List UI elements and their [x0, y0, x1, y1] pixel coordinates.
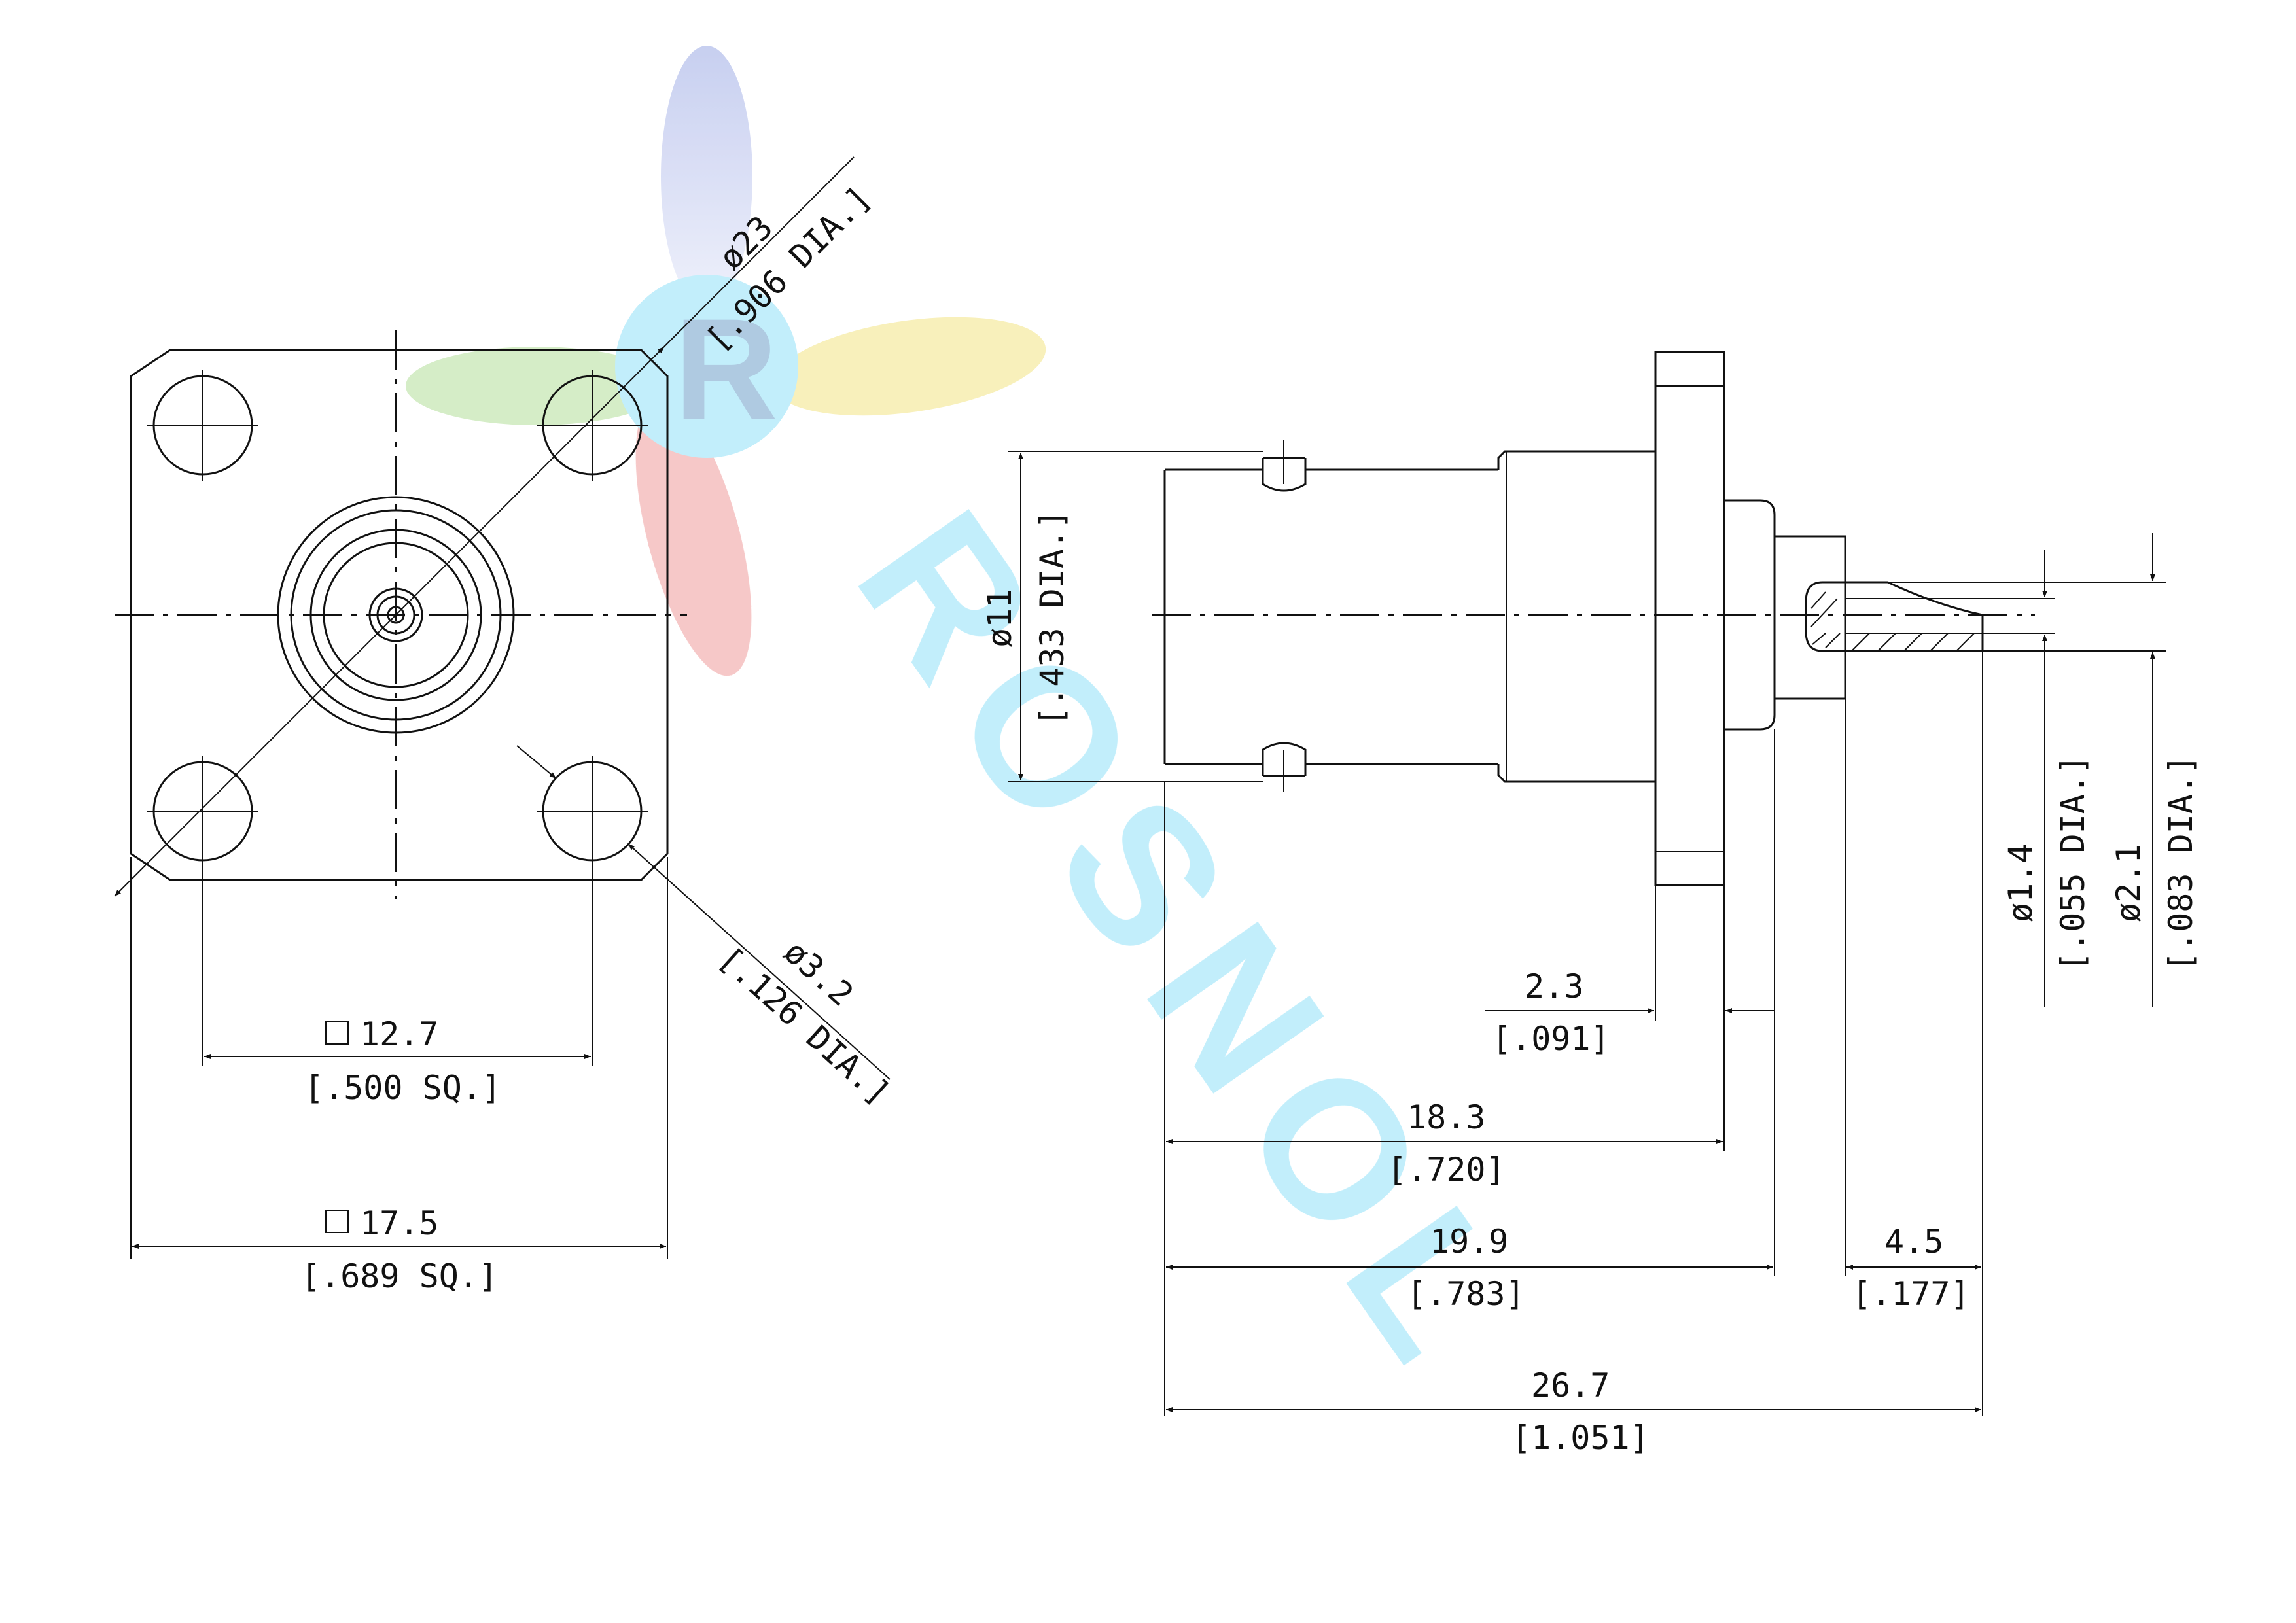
solder-pin [1805, 581, 1984, 652]
mounting-hole-tl [147, 370, 258, 481]
flange-dia-leader [663, 156, 855, 347]
hole-dia-arrow-in [516, 745, 557, 779]
body-dia-mm: ø11 [981, 589, 1019, 648]
cup-dia-mm: ø2.1 [2110, 844, 2147, 922]
logo-petal-red [635, 396, 752, 676]
hole-spacing-mm: 12.7 [360, 1015, 438, 1053]
main-body [1497, 450, 1657, 783]
flange-size-mm: 17.5 [360, 1204, 438, 1242]
hole-spacing-inch: [.500 SQ.] [304, 1069, 501, 1107]
flange-thickness-mm: 2.3 [1525, 968, 1583, 1005]
overall-length-inch: [1.051] [1511, 1419, 1650, 1457]
rear-insulator [1724, 499, 1776, 731]
logo-petal-yellow [773, 317, 1046, 416]
pin-length-mm: 4.5 [1884, 1223, 1943, 1261]
body-dia-inch: [.433 DIA.] [1033, 510, 1071, 726]
side-view: ø11 [.433 DIA.] ø1.4 [.055 DIA.] ø2.1 [.… [981, 351, 2200, 1457]
pin-dia-inch: [.055 DIA.] [2054, 755, 2092, 971]
cup-dia-inch: [.083 DIA.] [2162, 755, 2200, 971]
to-flange-mm: 18.3 [1407, 1098, 1485, 1136]
to-rear-mm: 19.9 [1430, 1223, 1508, 1261]
mounting-hole-bl [147, 756, 258, 867]
watermark-logo: R ROSNOL [406, 46, 1568, 1416]
square-symbol [325, 1210, 349, 1233]
to-rear-inch: [.783] [1407, 1275, 1525, 1313]
hole-dia-leader [627, 843, 891, 1080]
front-barrel [1163, 468, 1498, 765]
flange-dia-dimension-line [114, 346, 665, 897]
rear-nut [1775, 535, 1846, 700]
mounting-hole-br [537, 756, 648, 867]
pin-hatching [1810, 591, 1975, 652]
flange-profile [1654, 351, 1725, 886]
flange-size-inch: [.689 SQ.] [301, 1257, 498, 1295]
to-flange-inch: [.720] [1387, 1151, 1506, 1189]
pin-length-inch: [.177] [1852, 1275, 1970, 1313]
logo-letter: R [674, 288, 778, 449]
pin-dia-mm: ø1.4 [2002, 844, 2040, 922]
flange-thickness-inch: [.091] [1492, 1020, 1610, 1058]
square-symbol [325, 1021, 349, 1045]
overall-length-mm: 26.7 [1531, 1367, 1610, 1405]
logo-petal-blue [661, 46, 752, 307]
